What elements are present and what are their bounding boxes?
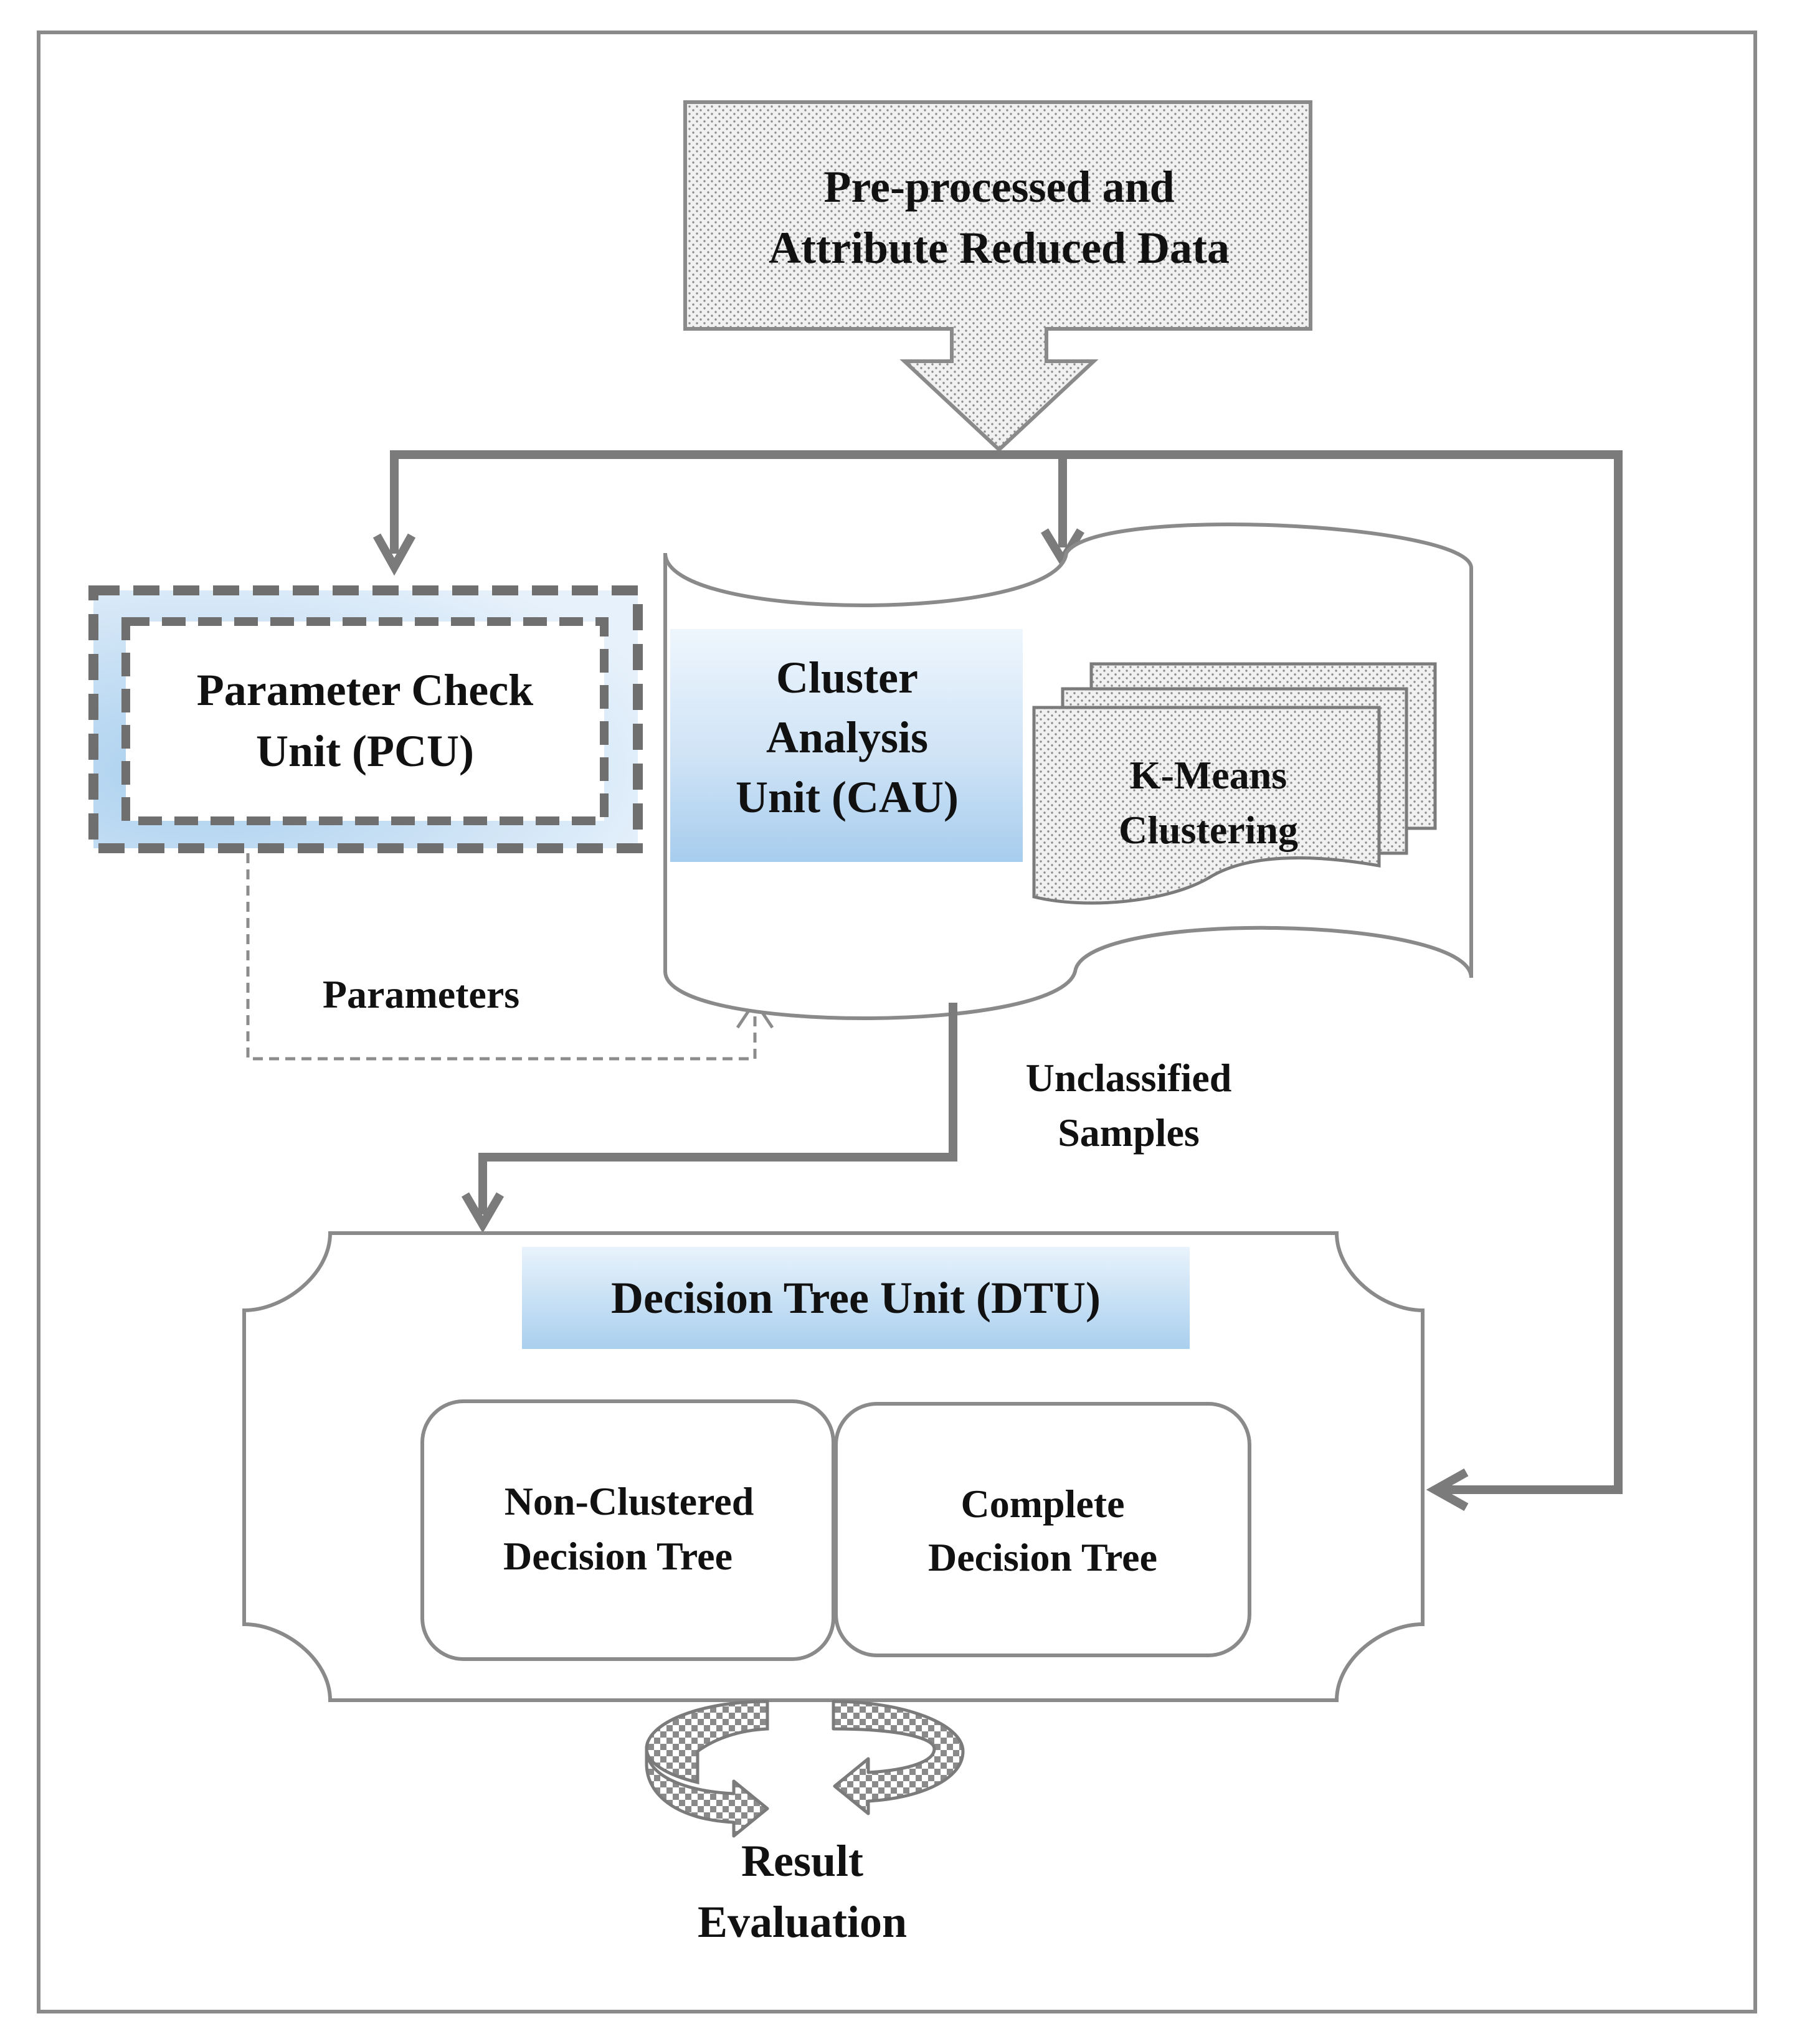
pcu-label-2: Unit (PCU) [256, 726, 474, 776]
decision-tree-unit: Decision Tree Unit (DTU) Non-Clustered D… [242, 1231, 1425, 1702]
result-label-2: Evaluation [698, 1897, 907, 1947]
kmeans-stack: K-Means Clustering [1032, 662, 1437, 905]
dtu-title: Decision Tree Unit (DTU) [611, 1273, 1101, 1323]
parameter-check-unit: Parameter Check Unit (PCU) [88, 585, 643, 853]
non-clustered-tree-box [420, 1399, 835, 1661]
input-data-label-2: Attribute Reduced Data [769, 223, 1230, 273]
complete-label-2: Decision Tree [928, 1535, 1157, 1579]
cau-label-1: Cluster [776, 653, 918, 703]
pcu-label-1: Parameter Check [197, 665, 533, 715]
distribution-lines [390, 450, 1623, 1494]
input-data-block: Pre-processed and Attribute Reduced Data [683, 100, 1312, 453]
result-label-1: Result [741, 1836, 863, 1886]
unclassified-flow-line [478, 1003, 957, 1214]
kmeans-label-1: K-Means [1130, 753, 1287, 797]
cau-label-2: Analysis [766, 712, 928, 762]
unclassified-label-1: Unclassified [1026, 1056, 1232, 1100]
parameters-label: Parameters [323, 972, 519, 1016]
kmeans-label-2: Clustering [1119, 808, 1298, 852]
non-clustered-label-1: Non-Clustered [505, 1479, 754, 1523]
complete-label-1: Complete [960, 1482, 1124, 1526]
unclassified-label-2: Samples [1058, 1110, 1200, 1155]
evaluation-cycle-icon [645, 1700, 965, 1838]
parameters-link [246, 853, 757, 1061]
input-data-label-1: Pre-processed and [823, 162, 1174, 212]
non-clustered-label-2: Decision Tree [503, 1534, 733, 1578]
cau-label-3: Unit (CAU) [736, 772, 959, 822]
outer-frame [37, 31, 1757, 2013]
complete-tree-box [834, 1402, 1251, 1657]
